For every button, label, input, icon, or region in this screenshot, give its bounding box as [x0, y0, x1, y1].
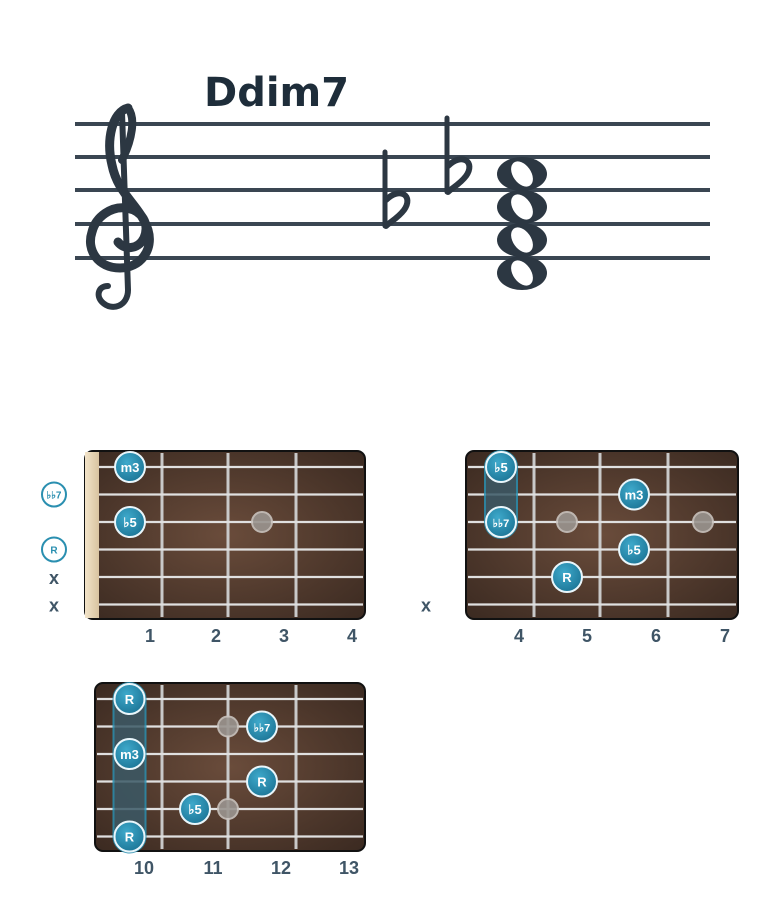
muted-string-x: x [49, 568, 59, 588]
nut [85, 452, 99, 618]
note-circle [485, 506, 517, 538]
finger-note: m3 [113, 738, 146, 770]
note-circle [113, 738, 146, 770]
open-string-label: R [50, 546, 58, 557]
ghost-note-marker [556, 511, 578, 533]
chord-title: Ddim7 [204, 70, 350, 116]
fret-number: 12 [271, 858, 291, 878]
note-label: ♭5 [123, 515, 136, 530]
finger-note: R [246, 765, 278, 798]
fret-number: 10 [134, 858, 154, 878]
ghost-note-marker [217, 798, 239, 820]
note-label: ♭5 [494, 460, 507, 475]
note-label: m3 [121, 460, 140, 475]
note-label: R [125, 830, 135, 845]
chord-diagram-2: ♭5 m3 ♭♭7 ♭5Rx 4 5 6 7 [421, 450, 739, 646]
flat-symbol-icon [382, 149, 411, 229]
open-string-marker [41, 536, 67, 563]
note-circle [246, 765, 278, 798]
open-string-marker [41, 481, 67, 508]
note-label: m3 [120, 747, 139, 762]
note-circle [246, 710, 278, 743]
note-circle [618, 478, 650, 511]
fret-number: 11 [203, 858, 222, 878]
fret-number: 5 [582, 626, 592, 646]
note-label: ♭♭7 [254, 723, 271, 735]
finger-note: ♭5 [179, 793, 211, 825]
fret-number: 13 [339, 858, 359, 878]
open-string-label: ♭♭7 [47, 491, 62, 502]
whole-note-icon [497, 256, 547, 290]
note-label: ♭5 [627, 543, 640, 558]
music-staff [75, 103, 710, 310]
finger-note: m3 [618, 478, 650, 511]
note-label: R [562, 570, 572, 585]
note-circle [113, 820, 146, 853]
fret-number: 4 [347, 626, 357, 646]
flat-symbol-icon [444, 115, 473, 195]
note-circle [113, 683, 146, 715]
fret-number: 2 [211, 626, 221, 646]
ghost-note-marker [692, 511, 714, 533]
fret-number: 6 [651, 626, 661, 646]
finger-note: ♭5 [485, 451, 517, 483]
whole-notes [497, 157, 547, 290]
whole-note-icon [497, 223, 547, 257]
ghost-note-marker [217, 715, 239, 738]
note-label: ♭♭7 [493, 518, 510, 530]
note-circle [551, 561, 583, 593]
note-circle [179, 793, 211, 825]
whole-note-icon [497, 190, 547, 224]
note-label: R [257, 775, 267, 790]
muted-string-x: x [421, 596, 431, 616]
finger-note: ♭5 [114, 506, 146, 538]
finger-note: R [113, 683, 146, 715]
treble-clef-icon [86, 103, 154, 310]
muted-string-x: x [49, 596, 59, 616]
note-label: R [125, 692, 135, 707]
note-circle [485, 451, 517, 483]
finger-note: ♭♭7 [246, 710, 278, 743]
finger-note: m3 [114, 451, 146, 483]
finger-note: R [551, 561, 583, 593]
fret-number: 3 [279, 626, 289, 646]
whole-note-icon [497, 157, 547, 191]
finger-note: ♭5 [618, 533, 650, 566]
note-label: m3 [625, 488, 644, 503]
finger-note: ♭♭7 [485, 506, 517, 538]
note-circle [114, 506, 146, 538]
note-circle [618, 533, 650, 566]
finger-note: R [113, 820, 146, 853]
fret-number: 4 [514, 626, 524, 646]
fret-number: 7 [720, 626, 730, 646]
note-circle [114, 451, 146, 483]
note-label: ♭5 [188, 802, 201, 817]
fret-number: 1 [145, 626, 155, 646]
ghost-note-marker [251, 511, 273, 533]
